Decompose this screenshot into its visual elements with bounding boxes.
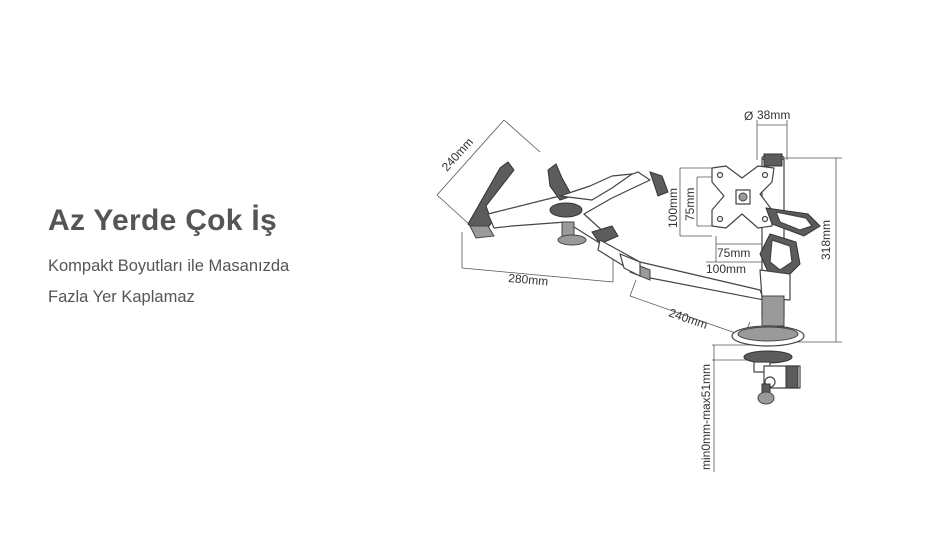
arm-length-label: 240mm — [667, 306, 709, 332]
laptop-tray — [467, 161, 669, 246]
vesa-outer-vertical-label: 100mm — [666, 188, 680, 228]
vesa-inner-vertical-label: 75mm — [683, 188, 697, 221]
clamp-range-label: min0mm-max51mm — [699, 364, 713, 470]
height-dimension — [785, 157, 842, 343]
tray-depth-label: 240mm — [439, 135, 476, 174]
base-and-clamp — [731, 295, 805, 405]
gas-spring-arm — [759, 207, 821, 301]
pole-diameter-dimension — [756, 120, 788, 160]
vesa-plate — [711, 165, 775, 229]
vesa-outer-horizontal-label: 100mm — [706, 262, 746, 276]
description-line-1: Kompakt Boyutları ile Masanızda — [48, 257, 290, 275]
tray-depth-dimension — [436, 119, 541, 226]
height-label: 318mm — [819, 220, 833, 260]
tray-width-label: 280mm — [508, 271, 549, 288]
vesa-inner-horizontal-label: 75mm — [717, 246, 750, 260]
page-title: Az Yerde Çok İş — [48, 204, 278, 237]
description-line-2: Fazla Yer Kaplamaz — [48, 288, 195, 306]
pole-diameter-label: 38mm — [757, 108, 790, 122]
diameter-symbol: Ø — [744, 109, 753, 123]
vesa-vertical-dimensions — [679, 167, 714, 237]
